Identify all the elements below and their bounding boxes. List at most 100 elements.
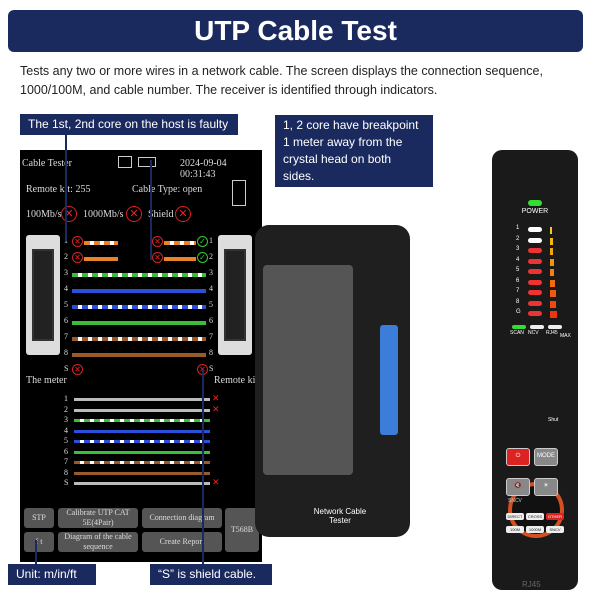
wire [74,429,210,433]
callout-line [65,133,67,241]
wire-segment [164,241,196,245]
cable-sequence-button[interactable]: Diagram of the cable sequence [58,532,138,552]
wire-number: 3 [209,268,213,277]
fault-icon: ✕ [212,403,220,414]
wire-number: 3 [64,415,68,424]
speed-100: 100Mb/s [26,209,62,220]
fail-icon: ✕ [175,206,191,222]
fault-icon: ✕ [72,236,83,247]
wire-number: 2 [209,252,213,261]
level-number: 6 [516,277,520,284]
datetime: 2024-09-04 00:31:43 [180,158,227,180]
wire-number: 3 [64,268,68,277]
standard-button[interactable]: T568B [225,508,259,552]
wire [72,337,206,341]
rj45-port [380,325,398,435]
sncv-label: SNCV [508,498,522,504]
wire-number: 8 [64,467,68,477]
wire-number: 8 [64,348,68,357]
level-number: 4 [516,256,520,263]
wire-number: 2 [64,252,68,261]
calibrate-button[interactable]: Calibrate UTP CAT 5E(4Pair) [58,508,138,528]
network-cable-tester-device: Network Cable Tester [255,225,410,537]
wire-number: 4 [64,284,68,293]
level-number: 8 [516,298,520,305]
callout-line [202,370,204,565]
wire-number: 1 [64,394,68,403]
level-led [528,248,542,253]
max-label: MAX [560,333,571,339]
port-label: RJ45 [522,580,541,589]
power-led [528,200,542,206]
callout-line [150,160,152,260]
mode-indicator: 100M [506,526,524,533]
wire [72,353,206,357]
wire-number: 4 [209,284,213,293]
wire [74,471,210,475]
unit-button[interactable]: f t [24,532,54,552]
level-bar [550,248,554,255]
no-signal-icon [118,156,132,168]
mode-indicator: 1000M [526,526,544,533]
mode-indicator: SNCV [546,526,564,533]
wire [74,461,210,464]
fault-icon: ✕ [72,364,83,375]
wire [72,289,206,293]
connection-diagram-button[interactable]: Connection diagram [142,508,222,528]
wire [74,440,210,443]
wire [72,273,206,277]
wire-number: 6 [64,446,68,456]
page-title: UTP Cable Test [8,10,583,52]
cable-type: Cable Type: open [132,184,203,195]
power-label: POWER [521,208,549,215]
port-switch-icon[interactable] [232,180,246,206]
mode-button[interactable]: MODE [534,448,558,466]
level-bar [550,290,556,297]
level-bar [550,311,557,318]
wire [72,321,206,325]
tester-screen: Cable Tester 2024-09-04 00:31:43 Remote … [20,150,262,562]
power-button[interactable]: ⏻ [506,448,530,466]
meter-label: The meter [26,375,67,386]
wire-number: 7 [209,332,213,341]
level-led [528,300,542,306]
level-bar [550,269,555,276]
ok-icon: ✓ [197,252,208,263]
mode-led [548,325,562,329]
wire [72,305,206,309]
level-bar [550,300,557,308]
level-number: 5 [516,267,520,273]
wire [74,482,210,485]
speed-1000: 1000Mb/s [83,209,124,220]
mode-led [512,325,526,329]
callout-shield: “S” is shield cable. [150,564,272,585]
mute-button[interactable]: 🔇 [506,478,530,496]
create-report-button[interactable]: Create Report [142,532,222,552]
level-led [528,269,542,274]
wire-number: S [209,364,214,373]
mode-indicator: CROSS [526,513,544,520]
fault-icon: ✕ [152,252,163,263]
remote-kit: Remote kit: 255 [26,184,91,195]
wire-number: 6 [209,316,213,325]
wire [74,450,210,454]
level-led [528,237,542,243]
wire [74,419,210,422]
ok-icon: ✓ [197,236,208,247]
shut-label: Shut [548,417,559,423]
level-bar [550,227,552,234]
level-led [528,227,542,232]
description: Tests any two or more wires in a network… [20,64,543,97]
light-button[interactable]: ☀ [534,478,558,496]
wire-segment [84,257,118,261]
mode-label: SCAN [510,330,524,336]
wire-number: 1 [209,236,213,245]
level-bar [550,258,554,266]
wire-number: 5 [209,300,213,309]
stp-button[interactable]: STP [24,508,54,528]
level-led [528,258,542,264]
level-number: 1 [516,225,520,231]
fault-icon: ✕ [72,252,83,263]
wire-segment [164,257,196,261]
wire-number: 7 [64,332,68,341]
